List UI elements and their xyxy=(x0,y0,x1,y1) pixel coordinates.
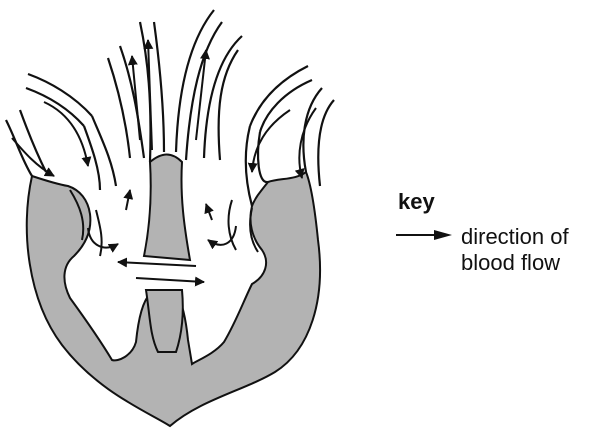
key-description: direction of blood flow xyxy=(461,224,591,276)
heart-septum xyxy=(144,155,190,261)
key-arrow-icon xyxy=(394,228,454,242)
key-description-line2: blood flow xyxy=(461,250,591,276)
key-title: key xyxy=(398,189,435,215)
key-description-line1: direction of xyxy=(461,224,591,250)
